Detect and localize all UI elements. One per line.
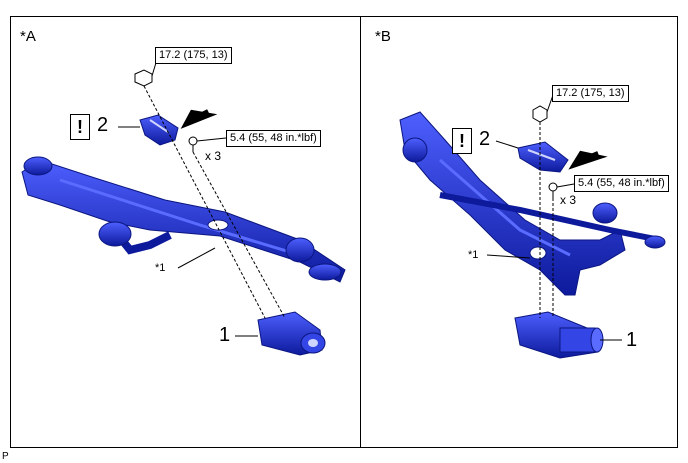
illustration-frame xyxy=(10,16,678,448)
bolt-a xyxy=(188,136,198,146)
panel-a-multiplier: x 3 xyxy=(205,149,222,163)
panel-b-torque-upper: 17.2 (175, 13) xyxy=(552,85,629,102)
bracket-a xyxy=(139,114,179,146)
panel-a-ref-1: *1 xyxy=(155,262,166,274)
nut-b xyxy=(532,105,548,123)
bolt-b xyxy=(548,182,558,192)
panel-a-torque-lower: 5.4 (55, 48 in.*lbf) xyxy=(226,130,321,147)
pivot-b-right xyxy=(592,202,618,224)
pivot-a-left xyxy=(23,156,53,176)
panel-a-caution-icon: ! xyxy=(70,114,90,140)
arrow-a xyxy=(180,109,218,129)
bracket-b xyxy=(517,141,569,173)
panel-b-torque-lower: 5.4 (55, 48 in.*lbf) xyxy=(574,175,669,192)
panel-b-label: *B xyxy=(375,28,391,45)
footer-code: P xyxy=(2,451,9,462)
panel-b-callout-1: 1 xyxy=(626,329,638,351)
panel-b-multiplier: x 3 xyxy=(560,193,577,207)
panel-a-torque-upper: 17.2 (175, 13) xyxy=(155,47,232,64)
panel-b-callout-2: 2 xyxy=(479,128,491,150)
panel-a-callout-2: 2 xyxy=(97,114,109,136)
panel-divider xyxy=(360,16,361,448)
panel-b-caution-icon: ! xyxy=(452,128,472,154)
nut-a xyxy=(134,69,153,87)
panel-a-label: *A xyxy=(20,28,36,45)
panel-b-ref-1: *1 xyxy=(468,249,479,261)
pivot-a-right xyxy=(285,237,315,263)
pivot-b-left xyxy=(402,137,428,163)
pivot-a-mid xyxy=(98,221,132,247)
wiper-link-b xyxy=(399,111,626,296)
arrow-b xyxy=(568,150,608,170)
panel-a-callout-1: 1 xyxy=(219,324,231,346)
